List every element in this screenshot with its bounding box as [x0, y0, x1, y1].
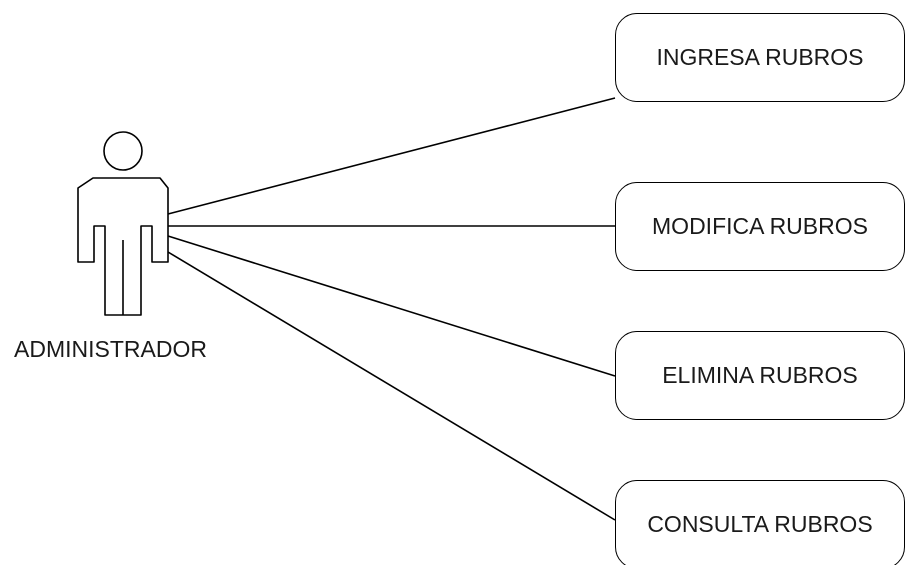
- use-case-label: INGRESA RUBROS: [656, 44, 864, 70]
- use-case-elimina-rubros[interactable]: ELIMINA RUBROS: [615, 331, 905, 420]
- use-case-modifica-rubros[interactable]: MODIFICA RUBROS: [615, 182, 905, 271]
- use-case-label: CONSULTA RUBROS: [647, 511, 873, 537]
- actor-icon: [77, 131, 169, 316]
- association-elimina: [167, 235, 616, 377]
- actor-head: [103, 131, 143, 171]
- use-case-label: ELIMINA RUBROS: [662, 362, 858, 388]
- use-case-label: MODIFICA RUBROS: [652, 213, 868, 239]
- association-ingresa: [167, 97, 616, 215]
- use-case-ingresa-rubros[interactable]: INGRESA RUBROS: [615, 13, 905, 102]
- actor-name: ADMINISTRADOR: [14, 336, 207, 362]
- association-consulta: [167, 251, 616, 521]
- use-case-consulta-rubros[interactable]: CONSULTA RUBROS: [615, 480, 905, 565]
